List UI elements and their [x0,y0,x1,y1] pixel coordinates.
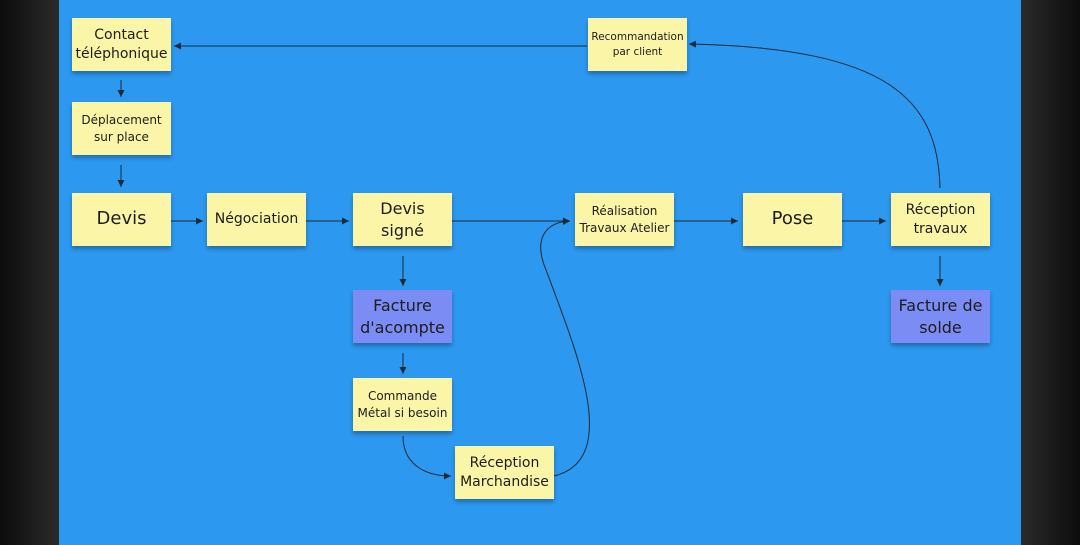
sticky-devis-signe[interactable]: Devis signé [353,193,452,246]
sticky-recommandation-par-client[interactable]: Recommandation par client [588,18,687,71]
sticky-facture-de-solde[interactable]: Facture de solde [891,290,990,343]
sticky-contact-telephonique[interactable]: Contact téléphonique [72,18,171,71]
sticky-reception-travaux[interactable]: Réception travaux [891,193,990,246]
sticky-facture-acompte[interactable]: Facture d'acompte [353,290,452,343]
sticky-reception-marchandise[interactable]: Réception Marchandise [455,446,554,499]
sticky-commande-metal[interactable]: Commande Métal si besoin [353,378,452,431]
sticky-pose[interactable]: Pose [743,193,842,246]
sticky-devis[interactable]: Devis [72,193,171,246]
arrow-commande-to-reception-marchandise [402,435,452,480]
sticky-realisation-travaux-atelier[interactable]: Réalisation Travaux Atelier [575,193,674,246]
sticky-deplacement-sur-place[interactable]: Déplacement sur place [72,102,171,155]
sticky-negociation[interactable]: Négociation [207,193,306,246]
arrow-reception-marchandise-to-realisation [540,217,590,477]
arrow-reception-travaux-to-recommandation [688,40,941,189]
